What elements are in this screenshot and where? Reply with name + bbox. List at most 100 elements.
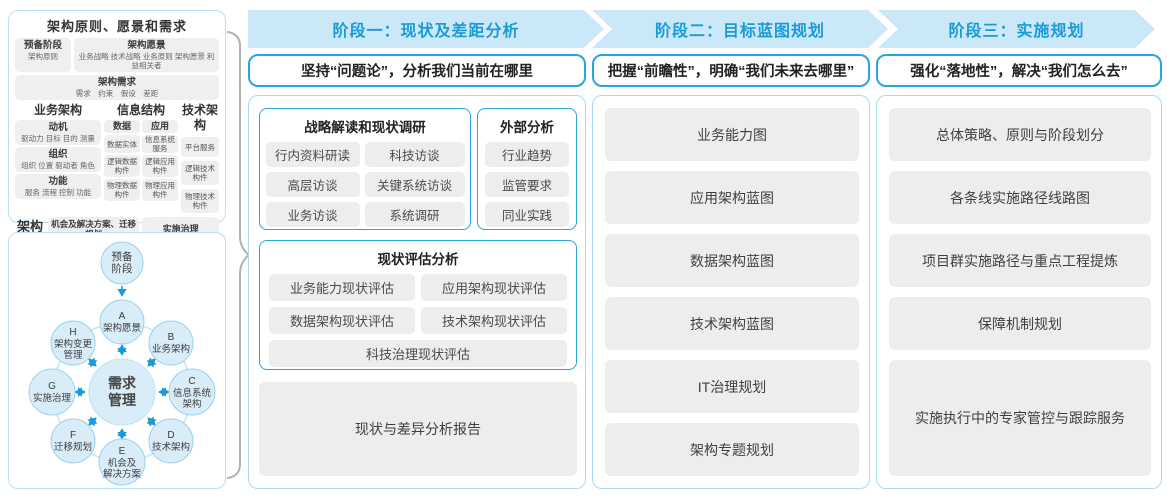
- phase2-deliverable: 数据架构蓝图: [605, 234, 859, 287]
- architecture-sections: 业务架构 动机 驱动力 目标 目的 测量 组织 组织 位置 驱动者 角色 功能 …: [9, 100, 225, 213]
- node-e-letter: E: [119, 446, 126, 457]
- tech-arch-title: 技术架构: [181, 103, 218, 132]
- physical-data-box: 物理数据构件: [104, 179, 140, 201]
- node-g-letter: G: [48, 381, 56, 392]
- function-title: 功能: [48, 176, 68, 187]
- logical-data-box: 逻辑数据构件: [104, 155, 140, 177]
- info-struct-subcolumns: 数据 数据实体 逻辑数据构件 物理数据构件 应用 信息系统服务 逻辑应用构件 物…: [104, 120, 178, 201]
- requirements-box: 架构需求 需求 约束 假设 差距: [15, 75, 219, 100]
- assessment-item: 科技治理现状评估: [269, 340, 567, 367]
- node-a-letter: A: [119, 311, 126, 322]
- assessment-item: 业务能力现状评估: [269, 274, 415, 301]
- assessment-group-title: 现状评估分析: [377, 252, 459, 267]
- adm-node-g-circle: [28, 368, 76, 416]
- principles-panel-title: 架构原则、愿景和需求: [46, 19, 187, 34]
- prep-vision-row: 预备阶段 架构原则 架构愿景 业务战略 技术战略 业务原则 架构愿景 利益相关者: [9, 35, 225, 72]
- research-item: 科技访谈: [364, 142, 465, 167]
- node-a-label: 架构愿景: [103, 322, 141, 334]
- assessment-item: 数据架构现状评估: [269, 307, 415, 334]
- node-d-letter: D: [167, 430, 174, 441]
- assessment-items-grid: 业务能力现状评估 应用架构现状评估 数据架构现状评估 技术架构现状评估 科技治理…: [260, 274, 576, 367]
- requirements-sub: 需求 约束 假设 差距: [75, 89, 159, 98]
- grouping-brace: [227, 31, 250, 479]
- adm-prep-line1: 预备: [112, 250, 133, 263]
- phase3-deliverable: 各条线实施路径线路图: [889, 171, 1151, 224]
- phase2-subtitle: 把握“前瞻性”，明确“我们未来去哪里”: [592, 54, 870, 87]
- adm-node-d-circle: [148, 418, 194, 464]
- physical-tech-box: 物理技术构件: [181, 189, 219, 213]
- node-c-label1: 信息系统: [173, 387, 212, 399]
- external-analysis-title: 外部分析: [500, 120, 554, 135]
- external-item: 监管要求: [485, 172, 569, 197]
- logical-app-box: 逻辑应用构件: [142, 155, 178, 177]
- phase2-banner: 阶段二：目标蓝图规划: [592, 10, 888, 48]
- function-box: 功能 服务 流程 控制 功能: [15, 174, 101, 199]
- vision-sub: 业务战略 技术战略 业务原则 架构愿景 利益相关者: [78, 52, 215, 70]
- adm-prep-line2: 阶段: [112, 262, 133, 275]
- motivation-title: 动机: [48, 122, 68, 133]
- info-struct-column: 信息结构 数据 数据实体 逻辑数据构件 物理数据构件 应用 信息系统服务 逻辑应…: [104, 103, 178, 201]
- phase2-deliverable: IT治理规划: [605, 360, 859, 413]
- adm-cycle-panel: 预备 阶段 需求 管理 A 架构愿景: [8, 232, 226, 489]
- business-arch-column: 业务架构 动机 驱动力 目标 目的 测量 组织 组织 位置 驱动者 角色 功能 …: [15, 103, 101, 199]
- assessment-item: 技术架构现状评估: [421, 307, 567, 334]
- governance-title: 实施治理: [162, 224, 199, 234]
- node-e-label1: 机会及: [108, 457, 137, 469]
- research-item: 行内资料研读: [265, 142, 360, 167]
- node-b-letter: B: [168, 332, 175, 343]
- phase3-deliverable: 项目群实施路径与重点工程提炼: [889, 234, 1151, 287]
- gap-report-box: 现状与差异分析报告: [259, 382, 577, 476]
- motivation-sub: 驱动力 目标 目的 测量: [21, 134, 95, 143]
- node-b-label: 业务架构: [152, 343, 190, 355]
- external-item: 行业趋势: [485, 142, 569, 167]
- adm-node-a-circle: [99, 299, 145, 345]
- app-col-title: 应用: [142, 120, 178, 133]
- physical-app-box: 物理应用构件: [142, 179, 178, 201]
- requirements-row: 架构需求 需求 约束 假设 差距: [9, 72, 225, 100]
- adm-center-line1: 需求: [108, 375, 137, 391]
- data-col-title: 数据: [104, 120, 140, 133]
- organization-title: 组织: [48, 149, 68, 160]
- prep-phase-box: 预备阶段 架构原则: [15, 38, 71, 72]
- research-item: 业务访谈: [265, 202, 360, 227]
- adm-nodes: A 架构愿景 B 业务架构 C 信息系统 架构 D 技术架构 E 机会及 解决方…: [28, 299, 216, 486]
- research-group-title: 战略解读和现状调研: [304, 120, 426, 135]
- phase3-banner-label: 阶段三：实施规划: [948, 23, 1085, 40]
- data-entity-box: 数据实体: [104, 135, 140, 153]
- phase1-banner-label: 阶段一：现状及差距分析: [332, 23, 520, 40]
- logical-tech-box: 逻辑技术构件: [181, 161, 219, 185]
- adm-node-b-circle: [148, 320, 194, 366]
- vision-title: 架构愿景: [127, 40, 166, 51]
- external-analysis-box: 外部分析 行业趋势 监管要求 同业实践: [477, 108, 577, 230]
- business-arch-title: 业务架构: [33, 103, 82, 117]
- adm-node-f-circle: [50, 418, 96, 464]
- adm-node-c-circle: [168, 368, 216, 416]
- function-sub: 服务 流程 控制 功能: [24, 188, 92, 197]
- phase1-banner: 阶段一：现状及差距分析: [248, 10, 604, 48]
- phase2-banner-label: 阶段二：目标蓝图规划: [654, 23, 825, 40]
- adm-cycle-diagram: 预备 阶段 需求 管理 A 架构愿景: [28, 241, 216, 486]
- assessment-group-box: 现状评估分析 业务能力现状评估 应用架构现状评估 数据架构现状评估 技术架构现状…: [259, 240, 577, 370]
- motivation-box: 动机 驱动力 目标 目的 测量: [15, 120, 101, 145]
- prep-phase-title: 预备阶段: [23, 40, 62, 51]
- vision-box: 架构愿景 业务战略 技术战略 业务原则 架构愿景 利益相关者: [74, 38, 219, 72]
- principles-panel: 架构原则、愿景和需求 预备阶段 架构原则 架构愿景 业务战略 技术战略 业务原则…: [8, 10, 226, 250]
- node-h-label2: 管理: [63, 349, 83, 361]
- node-h-label1: 架构变更: [54, 338, 93, 350]
- phase3-deliverable: 实施执行中的专家管控与跟踪服务: [889, 360, 1151, 476]
- assessment-item: 应用架构现状评估: [421, 274, 567, 301]
- adm-node-e-circle: [98, 438, 146, 486]
- research-item: 关键系统访谈: [364, 172, 465, 197]
- phase3-deliverable: 保障机制规划: [889, 297, 1151, 350]
- adm-node-h-circle: [50, 320, 96, 366]
- research-item: 系统调研: [364, 202, 465, 227]
- prep-phase-sub: 架构原则: [28, 52, 58, 61]
- phase3-column: 总体策略、原则与阶段划分 各条线实施路径线路图 项目群实施路径与重点工程提炼 保…: [876, 95, 1162, 489]
- phase2-deliverable: 业务能力图: [605, 108, 859, 161]
- adm-center-line2: 管理: [108, 392, 136, 408]
- tech-arch-column: 技术架构 平台服务 逻辑技术构件 物理技术构件: [181, 103, 219, 213]
- node-f-label: 迁移规划: [54, 441, 92, 453]
- data-subcolumn: 数据 数据实体 逻辑数据构件 物理数据构件: [104, 120, 140, 201]
- phase3-subtitle: 强化“落地性”，解决“我们怎么去”: [876, 54, 1162, 87]
- platform-service-box: 平台服务: [181, 137, 219, 157]
